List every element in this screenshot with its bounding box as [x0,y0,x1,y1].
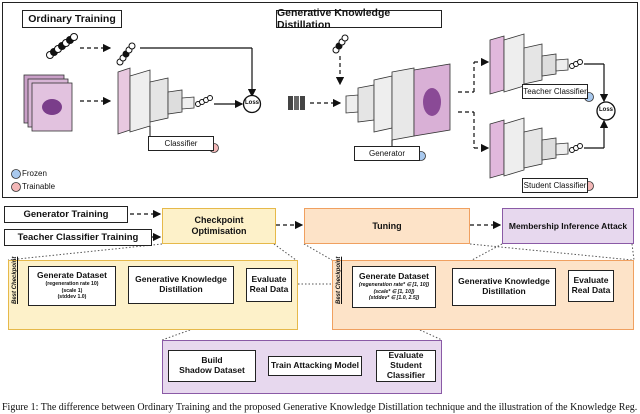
left-param-3: (stddev 1.0) [57,294,87,301]
top-section-frame [2,2,638,198]
shadow-dataset-box: Build Shadow Dataset [168,350,256,382]
right-gkd-line2: Distillation [482,286,526,296]
generator-label: Generator [368,148,406,158]
loss-label-right: Loss [598,107,613,113]
loss-node-right [596,101,616,121]
left-generate-title: Generate Dataset [37,270,107,281]
left-gkd-line2: Distillation [159,284,203,294]
legend-trainable-dot [11,182,21,192]
input-images-icon [23,74,73,132]
left-eval-line1: Evaluate [251,274,287,285]
right-evaluate-box: Evaluate Real Data [568,270,614,302]
teacher-training-box: Teacher Classifier Training [4,229,152,246]
ordinary-training-title: Ordinary Training [22,10,122,28]
gkd-title: Generative Knowledge Distillation [276,7,442,31]
target-label-icon [116,42,136,66]
left-evaluate-box: Evaluate Real Data [246,268,292,302]
left-best-checkpoint-label: Best Checkpoint [12,256,18,304]
teacher-box: Teacher Classifier [522,84,588,99]
eval-student-line1: Evaluate [388,350,424,361]
student-box: Student Classifier [522,178,588,193]
student-label: Student Classifier [523,180,587,190]
checkpoint-line1: Checkpoint [194,215,244,226]
figure-caption: Figure 1: The difference between Ordinar… [2,402,638,413]
classifier-network-icon [117,67,213,135]
left-gkd-box: Generative Knowledge Distillation [128,266,234,304]
classifier-box: Classifier [148,136,214,151]
left-eval-line2: Real Data [249,284,289,294]
legend-frozen-dot [11,169,21,179]
train-attack-label: Train Attacking Model [270,360,359,371]
legend-trainable-label: Trainable [22,182,56,191]
right-gkd-box: Generative Knowledge Distillation [452,268,556,306]
label-vector-icon [46,33,78,59]
right-best-checkpoint-label: Best Checkpoint [336,256,342,304]
shadow-line1: Build [201,355,223,366]
right-eval-line2: Real Data [571,285,611,295]
eval-student-line2: Student Classifier [386,360,426,380]
teacher-network-icon [489,33,583,95]
generator-network-icon [345,63,451,141]
left-generate-dataset: Generate Dataset (regeneration rate 10) … [28,266,116,306]
classifier-label: Classifier [164,138,198,148]
loss-node-left [242,94,262,114]
generator-training-box: Generator Training [4,206,128,223]
tuning-box: Tuning [304,208,470,244]
legend-frozen-label: Frozen [22,169,47,178]
noise-vector-icon [332,34,349,54]
mia-box: Membership Inference Attack [502,208,634,244]
student-network-icon [489,117,583,179]
right-eval-line1: Evaluate [573,275,609,286]
right-gkd-line1: Generative Knowledge [458,276,550,287]
left-param-2: (scale 1) [61,287,83,294]
checkpoint-line2: Optimisation [191,226,247,236]
left-gkd-line1: Generative Knowledge [135,274,227,285]
right-param-2: (scale* ∈ [1, 10]) [373,288,415,295]
right-generate-dataset: Generate Dataset (regeneration rate* ∈ [… [352,266,436,308]
evaluate-student-box: Evaluate Student Classifier [376,350,436,382]
generator-box: Generator [354,146,420,161]
right-generate-title: Generate Dataset [359,271,429,282]
shadow-line2: Shadow Dataset [179,365,245,375]
right-param-1: (regeneration rate* ∈ [1, 10]) [358,282,430,289]
train-attack-box: Train Attacking Model [268,356,362,376]
left-param-1: (regeneration rate 10) [45,281,99,288]
loss-label-left: Loss [244,100,259,106]
right-param-3: (stddev* ∈ [1.0, 2.5]) [368,295,420,302]
latent-blocks-icon [288,96,305,110]
teacher-label: Teacher Classifier [523,86,587,96]
